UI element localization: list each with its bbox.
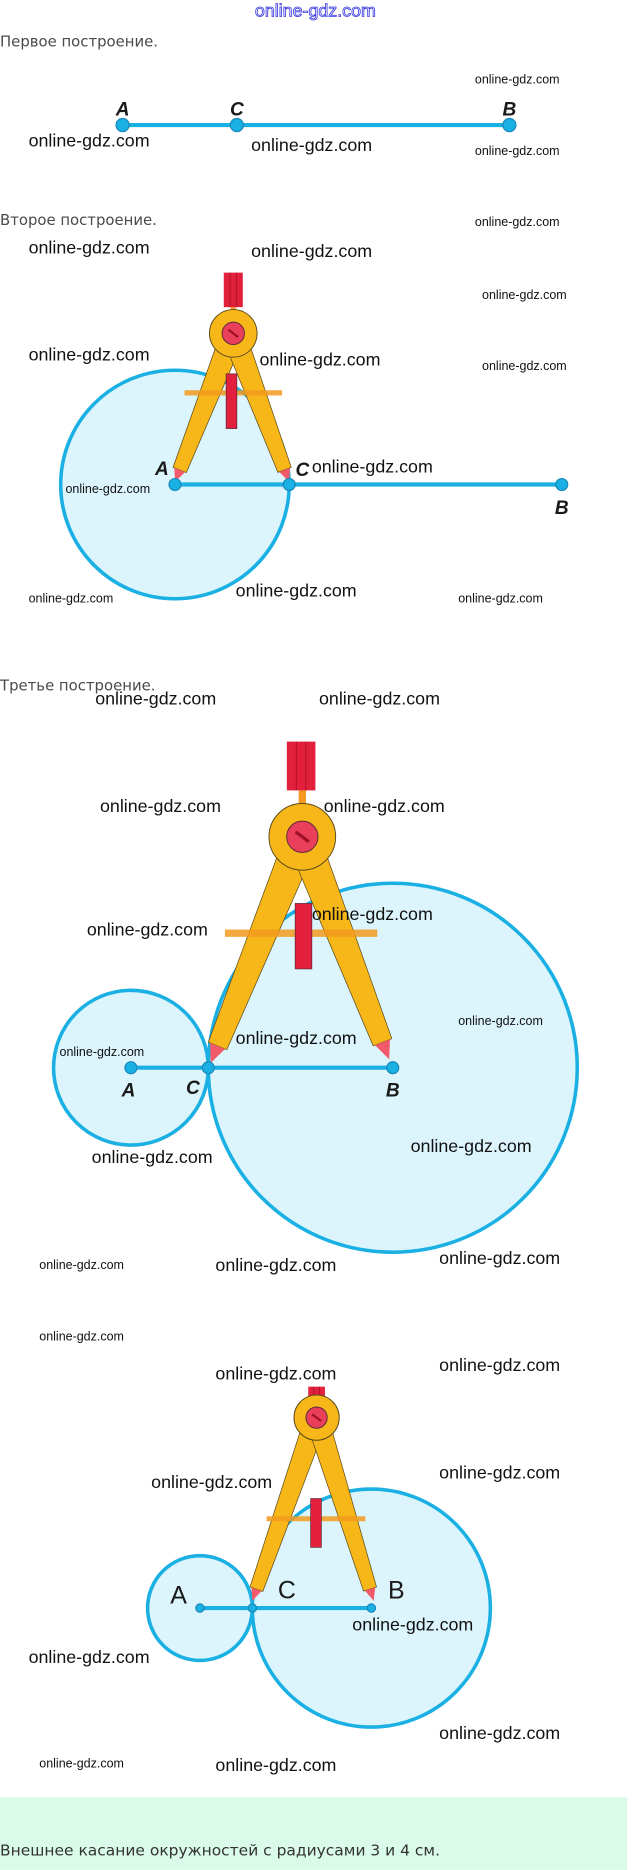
watermark-text: online-gdz.com [475,72,560,86]
watermark-text: online-gdz.com [312,904,433,924]
compass-screw-slot [227,328,239,338]
point-b-label: B [503,100,517,121]
watermark-text: online-gdz.com [482,288,567,302]
watermark-text: online-gdz.com [236,1028,357,1048]
point-a-label: A [154,459,169,480]
point-marker [115,117,130,133]
compass-screw-slot [294,830,310,844]
compass-tip [364,1587,376,1601]
section-title-first: Первое построение. [0,33,158,51]
watermark-text: online-gdz.com [475,215,560,229]
point-marker [195,1603,205,1613]
watermark-text: online-gdz.com [100,796,221,816]
watermark-text: online-gdz.com [352,1615,473,1635]
answer-background [0,1797,628,1870]
point-marker [282,477,296,492]
point-marker [229,117,244,133]
compass-slider [294,903,313,970]
watermark-text: online-gdz.com [60,1045,145,1059]
watermark-text: online-gdz.com [39,1329,124,1343]
watermark-text: online-gdz.com [324,796,445,816]
point-b-label: B [555,498,569,519]
watermark-text: online-gdz.com [87,920,208,940]
watermark-text: online-gdz.com [475,144,560,158]
watermark-text: online-gdz.com [458,591,543,605]
watermark-text: online-gdz.com [251,135,372,155]
compass-icon [249,1386,377,1601]
point-a-label: A [170,1581,187,1609]
watermark-text: online-gdz.com [458,1014,543,1028]
compass-handle [223,272,243,308]
point-c-label: C [230,100,244,121]
point-a-label: A [121,1080,136,1101]
watermark-text: online-gdz.com [251,241,372,261]
compass-icon [207,741,393,1063]
watermark-text: online-gdz.com [92,1147,213,1167]
watermark-text: online-gdz.com [482,359,567,373]
point-marker [366,1603,377,1613]
point-c-label: C [186,1078,200,1099]
watermark-text: online-gdz.com [29,591,114,605]
point-c-label: C [295,460,309,481]
watermark-text: online-gdz.com [151,1472,272,1492]
watermark-text: online-gdz.com [29,238,150,258]
watermark-text: online-gdz.com [215,1755,336,1775]
compass-screw-slot [311,1413,322,1422]
watermark-text: online-gdz.com [236,580,357,600]
answer-text: Внешнее касание окружностей с радиусами … [0,1842,440,1860]
compass-slider [310,1498,322,1548]
point-marker [201,1061,215,1075]
compass-tip [251,1587,262,1601]
watermark-text: online-gdz.com [439,1462,560,1482]
watermark-text: online-gdz.com [95,689,216,709]
point-marker [386,1061,400,1075]
watermark-text: online-gdz.com [29,130,150,150]
compass-slider [225,373,238,429]
watermark-text: online-gdz.com [439,1723,560,1743]
watermark-text: online-gdz.com [319,689,440,709]
point-marker [502,117,517,133]
compass-handle [286,741,316,791]
watermark-text: online-gdz.com [411,1136,532,1156]
watermark-text: online-gdz.com [215,1255,336,1275]
compass-tip [375,1039,390,1060]
watermark-text: online-gdz.com [65,482,150,496]
header-watermark: online-gdz.com [255,1,376,21]
point-a-label: A [115,100,130,121]
point-b-label: B [386,1080,400,1101]
point-marker [168,477,182,492]
point-c-label: C [278,1577,296,1605]
watermark-text: online-gdz.com [29,345,150,365]
watermark-text: online-gdz.com [312,457,433,477]
point-b-label: B [388,1577,405,1605]
section-title-second: Второе построение. [0,211,157,229]
compass-tip [210,1042,225,1063]
section-title-third: Третье построение. [0,676,155,694]
point-marker [247,1603,258,1613]
watermark-text: online-gdz.com [259,349,380,369]
watermark-text: online-gdz.com [439,1248,560,1268]
compass-icon [172,272,292,483]
watermark-text: online-gdz.com [215,1364,336,1384]
point-marker [555,477,569,492]
watermark-text: online-gdz.com [39,1258,124,1272]
point-marker [124,1061,138,1075]
watermark-text: online-gdz.com [29,1647,150,1667]
watermark-text: online-gdz.com [439,1355,560,1375]
watermark-text: online-gdz.com [39,1757,124,1771]
